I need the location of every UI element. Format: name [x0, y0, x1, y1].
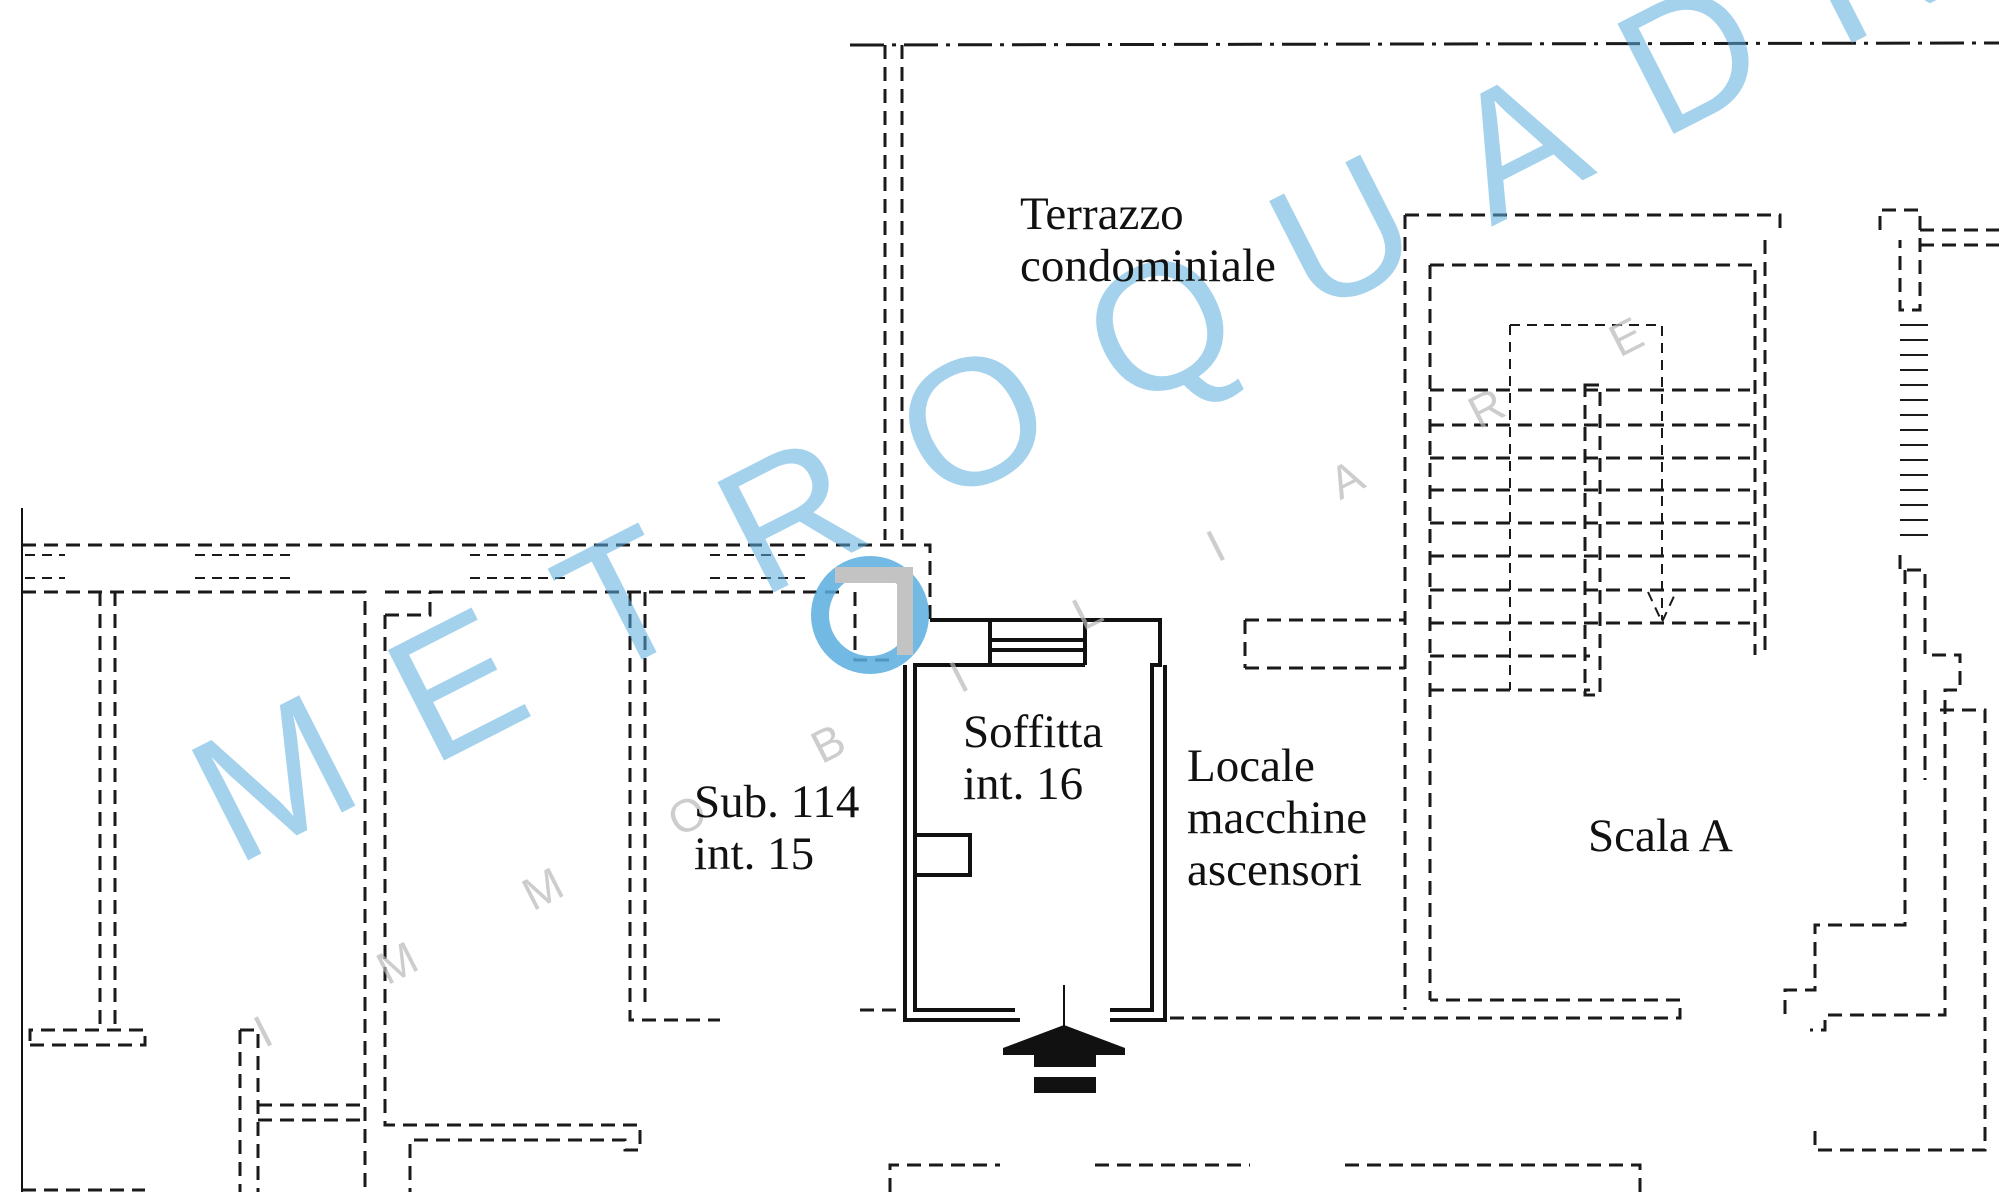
- stair-block: [1405, 213, 1782, 697]
- entrance-arrow-icon: [1003, 985, 1125, 1093]
- label-locale-macchine: Locale macchine ascensori: [1187, 740, 1368, 896]
- central-walls: [1170, 215, 1682, 1020]
- label-soffitta: Soffitta int. 16: [963, 706, 1104, 810]
- label-sub-114: Sub. 114 int. 15: [694, 776, 860, 880]
- soffitta-outline: [903, 618, 1167, 1022]
- right-wing-walls: [1783, 208, 1999, 1152]
- watermark-logo: [811, 556, 929, 674]
- property-boundary: [849, 41, 1999, 540]
- bottom-walls: [888, 1163, 1642, 1192]
- label-scala-a: Scala A: [1588, 810, 1733, 862]
- label-terrazzo: Terrazzo condominiale: [1020, 188, 1276, 292]
